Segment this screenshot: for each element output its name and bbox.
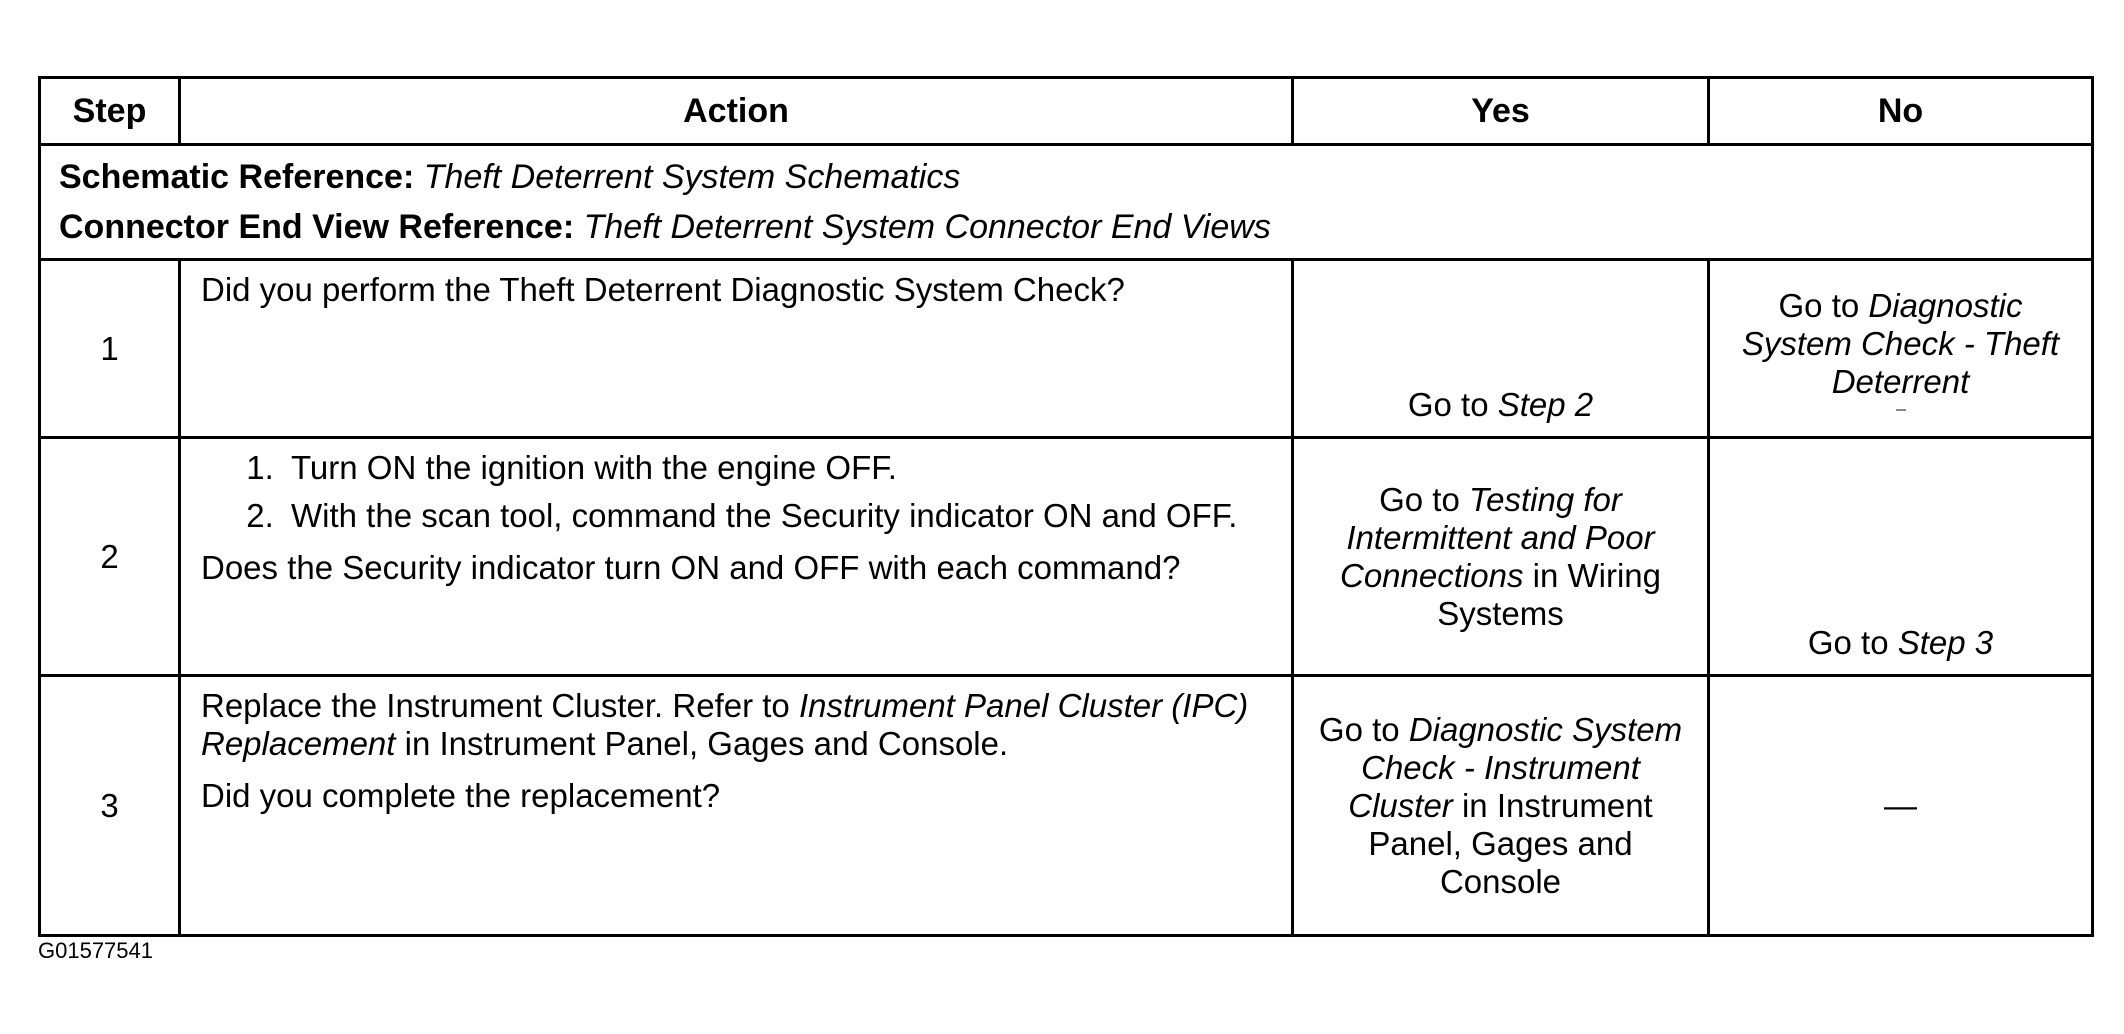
header-action: Action (178, 76, 1294, 146)
no-cell: Go to Diagnostic System Check - Theft De… (1707, 258, 2094, 439)
reference-cell: Schematic Reference: Theft Deterrent Sys… (38, 143, 2094, 261)
action-link[interactable]: Instrument Panel Cluster (IPC) Replaceme… (201, 687, 1249, 762)
schematic-reference-link[interactable]: Theft Deterrent System Schematics (423, 158, 961, 196)
table-row: 3 Replace the Instrument Cluster. Refer … (38, 674, 2094, 937)
connector-reference-link[interactable]: Theft Deterrent System Connector End Vie… (583, 208, 1271, 246)
action-text-prefix: Replace the Instrument Cluster. Refer to (201, 687, 799, 724)
connector-reference: Connector End View Reference: Theft Dete… (59, 202, 2073, 252)
header-row: Step Action Yes No (38, 76, 2094, 146)
no-link[interactable]: Diagnostic System Check - Theft Deterren… (1741, 286, 2060, 400)
no-cell: — (1707, 674, 2094, 937)
action-cell: Replace the Instrument Cluster. Refer to… (178, 674, 1294, 937)
step-number: 3 (38, 674, 181, 937)
yes-link[interactable]: Testing for Intermittent and Poor Connec… (1340, 480, 1655, 594)
yes-link[interactable]: Diagnostic System Check - Instrument Clu… (1348, 710, 1683, 824)
no-prefix: Go to (1778, 286, 1869, 324)
yes-suffix: in Instrument Panel, Gages and Console (1368, 786, 1653, 900)
step-number: 2 (38, 436, 181, 677)
action-cell: Turn ON the ignition with the engine OFF… (178, 436, 1294, 677)
action-text-suffix: in Instrument Panel, Gages and Console. (395, 725, 1009, 762)
schematic-reference: Schematic Reference: Theft Deterrent Sys… (59, 152, 2073, 202)
yes-prefix: Go to (1379, 480, 1469, 518)
figure-id: G01577541 (38, 938, 153, 963)
no-link[interactable]: Step 3 (1897, 624, 1994, 661)
yes-cell: Go to Testing for Intermittent and Poor … (1291, 436, 1710, 677)
header-no: No (1707, 76, 2094, 146)
action-question: Did you complete the replacement? (201, 777, 721, 814)
yes-prefix: Go to (1318, 710, 1409, 748)
action-step-item: With the scan tool, command the Security… (283, 497, 1271, 535)
yes-cell: Go to Diagnostic System Check - Instrume… (1291, 674, 1710, 937)
no-prefix: Go to (1807, 624, 1898, 661)
action-question: Does the Security indicator turn ON and … (201, 549, 1181, 586)
table-row: 2 Turn ON the ignition with the engine O… (38, 436, 2094, 677)
yes-suffix: in Wiring Systems (1437, 556, 1661, 632)
header-step: Step (38, 76, 181, 146)
action-step-item: Turn ON the ignition with the engine OFF… (283, 449, 1271, 487)
table-row: 1 Did you perform the Theft Deterrent Di… (38, 258, 2094, 439)
faint-mark (1895, 408, 1906, 411)
action-steps-list: Turn ON the ignition with the engine OFF… (201, 449, 1271, 535)
step-number: 1 (38, 258, 181, 439)
yes-cell: Go to Step 2 (1291, 258, 1710, 439)
schematic-reference-label: Schematic Reference: (59, 158, 415, 196)
action-question: Did you perform the Theft Deterrent Diag… (201, 271, 1125, 308)
yes-prefix: Go to (1407, 386, 1498, 423)
connector-reference-label: Connector End View Reference: (59, 208, 575, 246)
action-instruction: Replace the Instrument Cluster. Refer to… (201, 687, 1271, 763)
no-cell: Go to Step 3 (1707, 436, 2094, 677)
diagnostic-table: Step Action Yes No Schematic Reference: … (38, 76, 2094, 937)
header-yes: Yes (1291, 76, 1710, 146)
action-cell: Did you perform the Theft Deterrent Diag… (178, 258, 1294, 439)
yes-link[interactable]: Step 2 (1497, 386, 1594, 423)
reference-row: Schematic Reference: Theft Deterrent Sys… (38, 143, 2094, 261)
